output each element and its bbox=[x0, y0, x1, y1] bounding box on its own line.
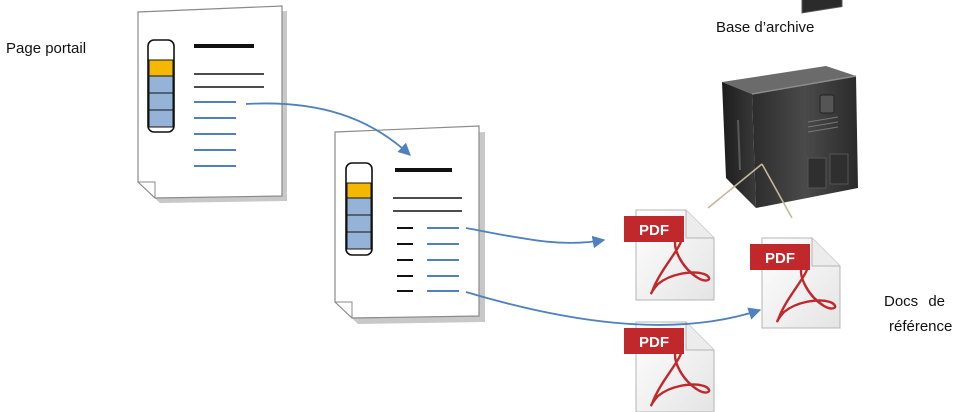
server-connector-lines bbox=[707, 163, 793, 219]
server-tower-icon bbox=[722, 0, 858, 208]
pdf-badge-text: PDF bbox=[765, 250, 795, 267]
portal-page-document bbox=[137, 5, 287, 203]
arrow-page-to-pdf bbox=[465, 227, 606, 249]
pdf-icon: PDF bbox=[750, 237, 841, 329]
reference-docs-label-line1: Docs de bbox=[884, 293, 946, 310]
linked-page-document bbox=[334, 125, 485, 324]
pdf-icon: PDF bbox=[624, 321, 715, 412]
portal-page-label: Page portail bbox=[6, 40, 87, 57]
pdf-badge-text: PDF bbox=[639, 334, 669, 351]
arrow-page-to-reference-pdf bbox=[465, 291, 762, 326]
portal-page-tab-strip bbox=[147, 39, 175, 133]
linked-page-tab-strip bbox=[345, 162, 373, 256]
pdf-badge-text: PDF bbox=[639, 222, 669, 239]
portal-page-text-lines bbox=[194, 44, 264, 167]
reference-docs-label-line2: référence bbox=[889, 318, 953, 335]
arrow-portal-to-page bbox=[245, 102, 411, 156]
pdf-icon: PDF bbox=[624, 209, 715, 301]
archive-db-label: Base d’archive bbox=[716, 19, 815, 36]
linked-page-text-lines bbox=[393, 168, 462, 292]
link-arrows bbox=[245, 102, 762, 326]
